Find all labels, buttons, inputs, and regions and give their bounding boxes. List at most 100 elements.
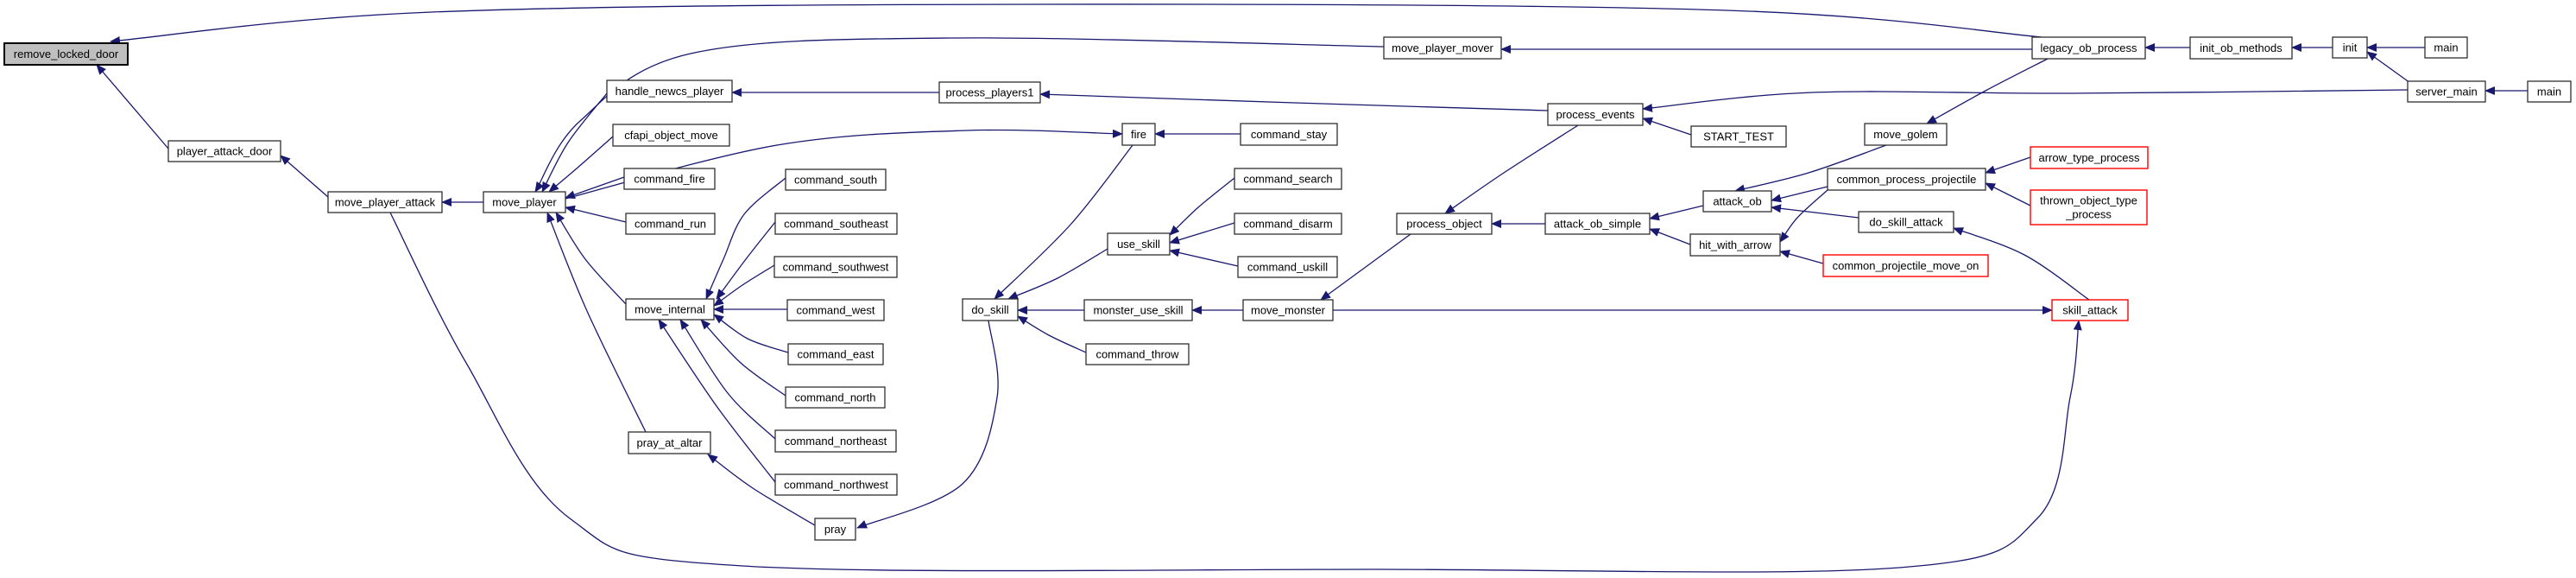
node-box-remove_locked_door[interactable] (3, 42, 129, 66)
node-do_skill[interactable]: do_skill (962, 298, 1019, 321)
node-monster_use_skill[interactable]: monster_use_skill (1083, 299, 1193, 321)
node-command_southeast[interactable]: command_southeast (774, 213, 898, 235)
node-box-monster_use_skill[interactable] (1083, 299, 1193, 321)
node-common_projectile_move_on[interactable]: common_projectile_move_on (1822, 254, 1989, 277)
node-move_player[interactable]: move_player (483, 191, 566, 213)
node-move_golem[interactable]: move_golem (1864, 123, 1948, 146)
node-box-server_main[interactable] (2407, 80, 2486, 103)
node-box-START_TEST[interactable] (1690, 125, 1787, 148)
node-box-process_players1[interactable] (938, 81, 1041, 104)
node-box-thrown_object_type_process[interactable] (2030, 189, 2148, 225)
node-legacy_ob_process[interactable]: legacy_ob_process (2031, 36, 2146, 60)
node-command_southwest[interactable]: command_southwest (773, 256, 898, 278)
node-box-attack_ob_simple[interactable] (1544, 213, 1651, 235)
node-attack_ob_simple[interactable]: attack_ob_simple (1544, 213, 1651, 235)
node-command_run[interactable]: command_run (625, 213, 716, 235)
node-handle_newcs_player[interactable]: handle_newcs_player (606, 79, 733, 103)
node-box-attack_ob[interactable] (1702, 190, 1772, 213)
node-box-command_fire[interactable] (623, 168, 716, 190)
node-box-main2[interactable] (2527, 80, 2572, 103)
node-box-process_events[interactable] (1547, 103, 1644, 126)
node-fire[interactable]: fire (1121, 123, 1156, 146)
node-main[interactable]: main (2424, 36, 2468, 59)
node-box-skill_attack[interactable] (2051, 299, 2129, 321)
node-command_northwest[interactable]: command_northwest (774, 473, 898, 496)
node-thrown_object_type_process[interactable]: thrown_object_type_process (2030, 189, 2148, 225)
node-box-command_uskill[interactable] (1237, 256, 1338, 278)
node-move_player_mover[interactable]: move_player_mover (1383, 36, 1502, 60)
node-box-cfapi_object_move[interactable] (612, 124, 730, 147)
node-pray[interactable]: pray (814, 518, 856, 541)
node-box-move_internal[interactable] (625, 298, 715, 321)
node-box-pray_at_altar[interactable] (628, 431, 711, 454)
node-box-fire[interactable] (1121, 123, 1156, 146)
node-process_events[interactable]: process_events (1547, 103, 1644, 126)
node-hit_with_arrow[interactable]: hit_with_arrow (1689, 233, 1781, 257)
node-box-pray[interactable] (814, 518, 856, 541)
node-common_process_projectile[interactable]: common_process_projectile (1827, 168, 1986, 191)
node-box-init[interactable] (2332, 36, 2368, 59)
node-box-legacy_ob_process[interactable] (2031, 36, 2146, 60)
node-box-move_player[interactable] (483, 191, 566, 213)
node-command_stay[interactable]: command_stay (1240, 123, 1338, 146)
node-box-command_west[interactable] (786, 299, 885, 321)
node-command_north[interactable]: command_north (785, 386, 886, 409)
node-server_main[interactable]: server_main (2407, 80, 2486, 103)
node-init_ob_methods[interactable]: init_ob_methods (2189, 36, 2293, 60)
node-box-command_southeast[interactable] (774, 213, 898, 235)
node-cfapi_object_move[interactable]: cfapi_object_move (612, 124, 730, 147)
node-box-command_north[interactable] (785, 386, 886, 409)
node-box-common_projectile_move_on[interactable] (1822, 254, 1989, 277)
node-attack_ob[interactable]: attack_ob (1702, 190, 1772, 213)
node-move_internal[interactable]: move_internal (625, 298, 715, 321)
node-command_search[interactable]: command_search (1234, 168, 1342, 190)
node-command_south[interactable]: command_south (785, 168, 887, 191)
node-process_players1[interactable]: process_players1 (938, 81, 1041, 104)
node-box-move_player_mover[interactable] (1383, 36, 1502, 60)
node-command_throw[interactable]: command_throw (1085, 343, 1190, 365)
node-box-handle_newcs_player[interactable] (606, 79, 733, 103)
node-move_player_attack[interactable]: move_player_attack (327, 191, 443, 213)
node-START_TEST[interactable]: START_TEST (1690, 125, 1787, 148)
node-box-command_northwest[interactable] (774, 473, 898, 496)
node-box-command_east[interactable] (787, 343, 884, 365)
node-box-common_process_projectile[interactable] (1827, 168, 1986, 191)
node-box-player_attack_door[interactable] (167, 140, 281, 162)
node-player_attack_door[interactable]: player_attack_door (167, 140, 281, 162)
node-box-main[interactable] (2424, 36, 2468, 59)
node-box-use_skill[interactable] (1107, 232, 1171, 256)
node-remove_locked_door[interactable]: remove_locked_door (3, 42, 129, 66)
node-move_monster[interactable]: move_monster (1242, 299, 1334, 321)
node-box-command_throw[interactable] (1085, 343, 1190, 365)
node-box-arrow_type_process[interactable] (2030, 146, 2149, 169)
node-box-command_stay[interactable] (1240, 123, 1338, 146)
node-box-command_search[interactable] (1234, 168, 1342, 190)
node-box-command_northeast[interactable] (774, 429, 897, 453)
node-box-do_skill_attack[interactable] (1858, 211, 1954, 233)
node-pray_at_altar[interactable]: pray_at_altar (628, 431, 711, 454)
node-box-command_disarm[interactable] (1234, 213, 1342, 235)
node-process_object[interactable]: process_object (1396, 213, 1493, 235)
node-box-move_player_attack[interactable] (327, 191, 443, 213)
node-box-command_southwest[interactable] (773, 256, 898, 278)
node-box-command_run[interactable] (625, 213, 716, 235)
node-box-hit_with_arrow[interactable] (1689, 233, 1781, 257)
node-command_east[interactable]: command_east (787, 343, 884, 365)
node-command_uskill[interactable]: command_uskill (1237, 256, 1338, 278)
node-skill_attack[interactable]: skill_attack (2051, 299, 2129, 321)
node-box-do_skill[interactable] (962, 298, 1019, 321)
node-box-move_monster[interactable] (1242, 299, 1334, 321)
node-box-move_golem[interactable] (1864, 123, 1948, 146)
node-arrow_type_process[interactable]: arrow_type_process (2030, 146, 2149, 169)
node-command_fire[interactable]: command_fire (623, 168, 716, 190)
node-main2[interactable]: main (2527, 80, 2572, 103)
node-box-process_object[interactable] (1396, 213, 1493, 235)
node-box-init_ob_methods[interactable] (2189, 36, 2293, 60)
node-do_skill_attack[interactable]: do_skill_attack (1858, 211, 1954, 233)
node-init[interactable]: init (2332, 36, 2368, 59)
node-command_west[interactable]: command_west (786, 299, 885, 321)
node-command_disarm[interactable]: command_disarm (1234, 213, 1342, 235)
node-use_skill[interactable]: use_skill (1107, 232, 1171, 256)
node-command_northeast[interactable]: command_northeast (774, 429, 897, 453)
node-box-command_south[interactable] (785, 168, 887, 191)
